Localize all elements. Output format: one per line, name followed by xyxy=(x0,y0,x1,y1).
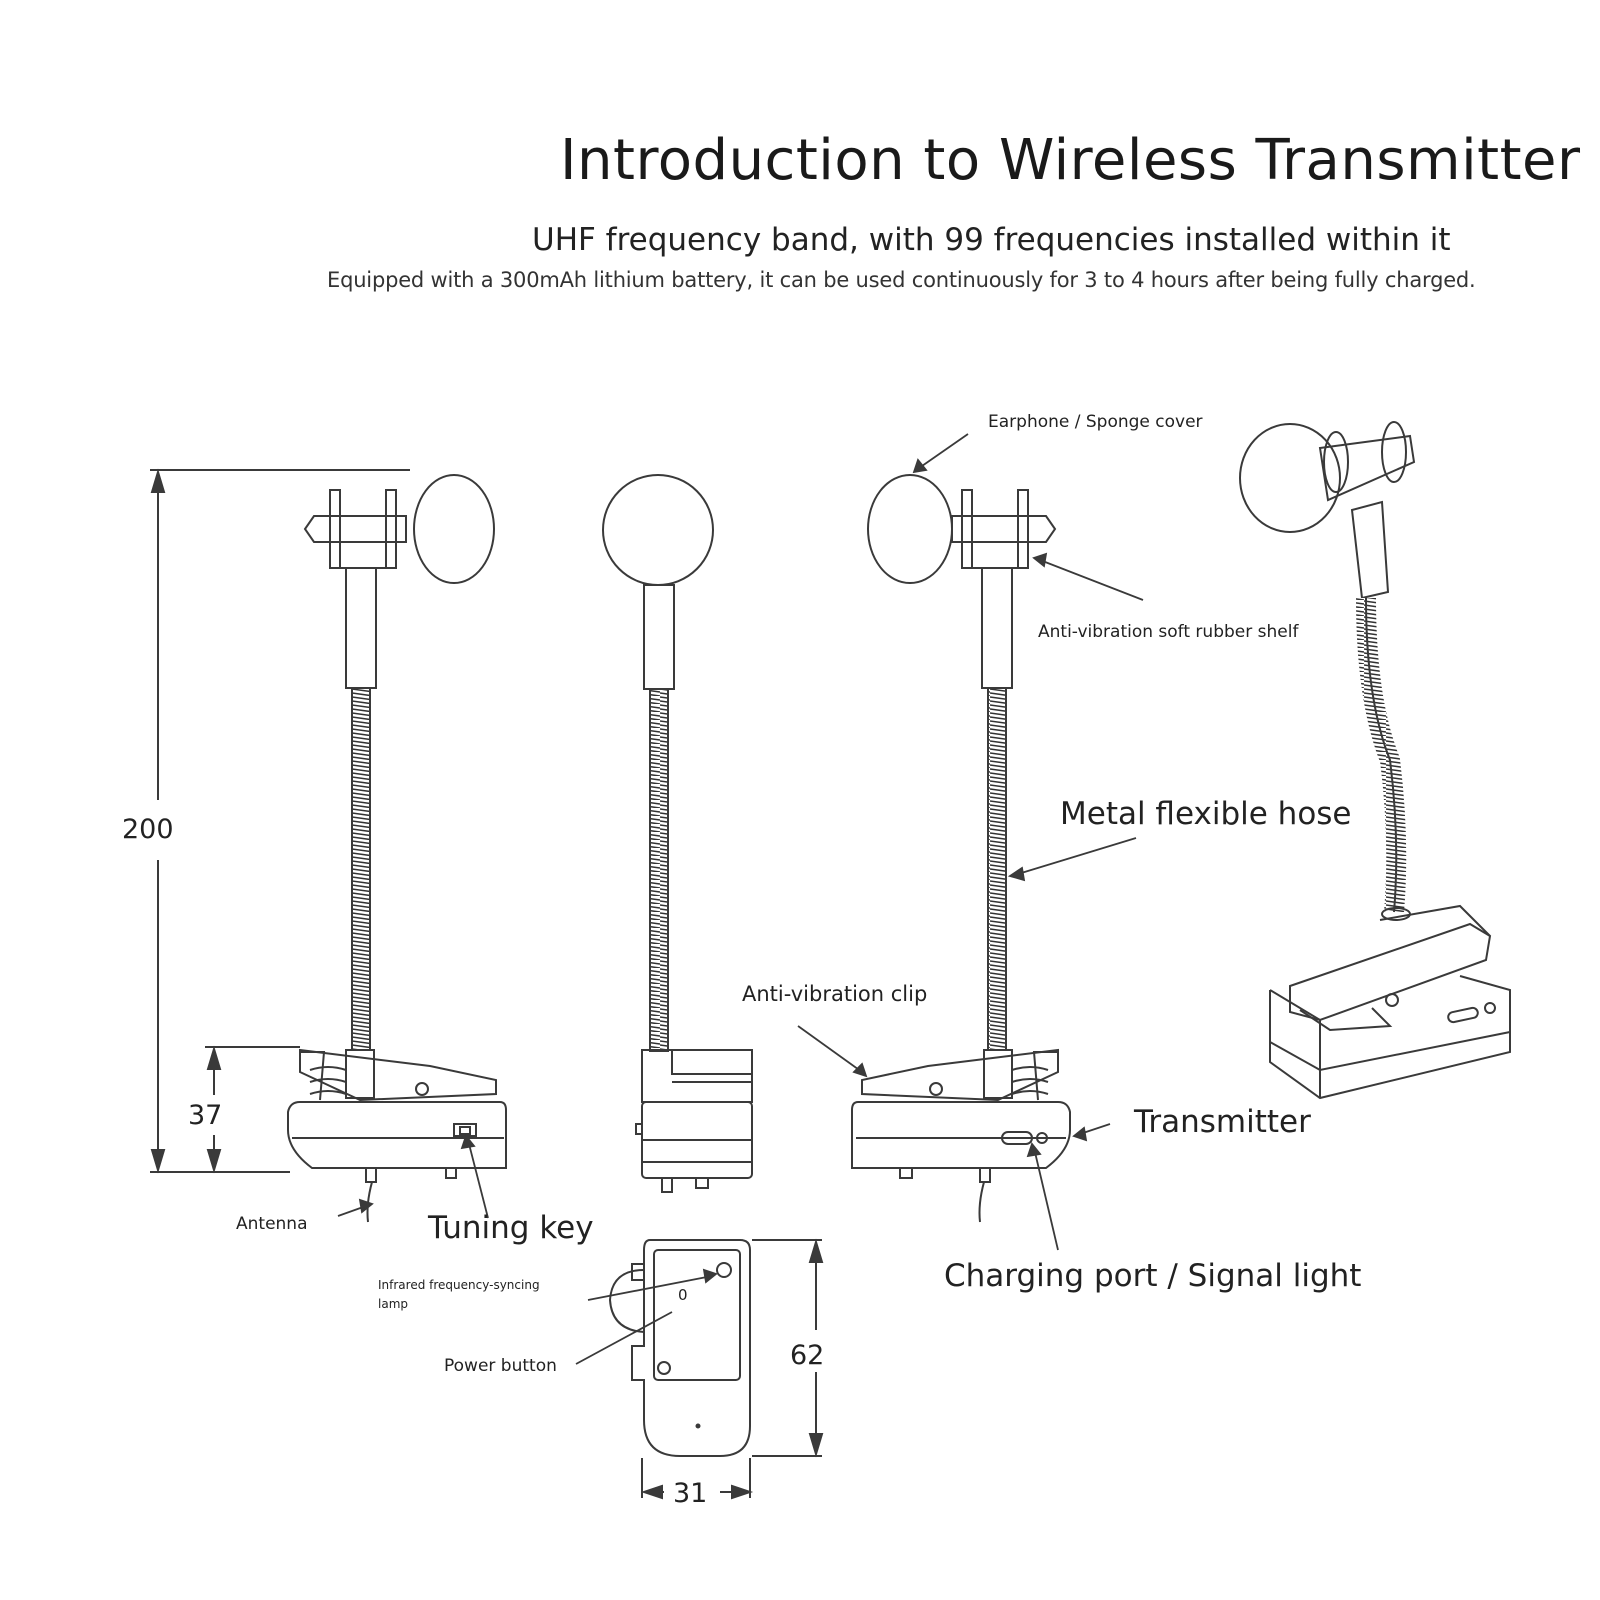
side-view-right xyxy=(851,474,1071,1223)
leader-lines xyxy=(337,433,1144,1365)
power-mark: 0 xyxy=(678,1286,688,1304)
label-clip: Anti-vibration clip xyxy=(742,982,928,1006)
dimension-body-width: 31 xyxy=(673,1478,708,1509)
page-title: Introduction to Wireless Transmitter xyxy=(560,128,1581,193)
battery-note: Equipped with a 300mAh lithium battery, … xyxy=(327,268,1476,292)
front-view-center xyxy=(602,474,753,1193)
dimension-total-height: 200 xyxy=(122,814,174,845)
side-view-left xyxy=(287,474,507,1223)
dimension-200 xyxy=(150,468,410,1174)
label-power-button: Power button xyxy=(444,1356,557,1376)
label-charging-port: Charging port / Signal light xyxy=(944,1258,1362,1294)
label-earphone: Earphone / Sponge cover xyxy=(988,412,1203,432)
label-hose: Metal flexible hose xyxy=(1060,796,1352,832)
label-rubber-shelf: Anti-vibration soft rubber shelf xyxy=(1038,622,1299,642)
label-antenna: Antenna xyxy=(236,1214,308,1234)
label-tuning-key: Tuning key xyxy=(428,1210,594,1246)
perspective-view xyxy=(1239,421,1511,1100)
dimension-37 xyxy=(205,1045,300,1174)
label-infrared-lamp: Infrared frequency-syncing lamp xyxy=(378,1278,540,1311)
body-top-view xyxy=(608,1238,824,1500)
dimension-base-height: 37 xyxy=(188,1100,223,1131)
label-transmitter: Transmitter xyxy=(1134,1104,1311,1140)
subtitle: UHF frequency band, with 99 frequencies … xyxy=(532,222,1451,258)
dimension-body-height: 62 xyxy=(790,1340,825,1371)
